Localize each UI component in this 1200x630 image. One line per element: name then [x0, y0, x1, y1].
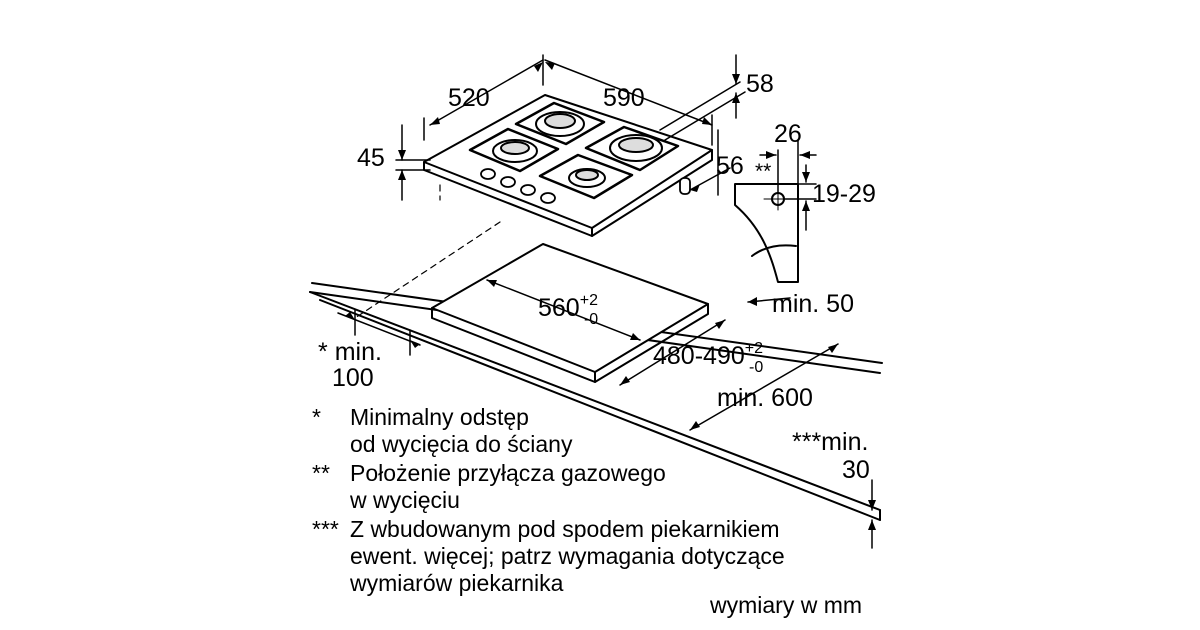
cutout-depth-value: 480-490	[653, 342, 745, 370]
dim-gas-offset-label: 26	[774, 120, 802, 148]
note-3-mark: ***	[312, 516, 339, 542]
dim-gas-height-label: 19-29	[812, 180, 876, 208]
cutout-depth-tol-minus: -0	[749, 359, 764, 376]
dim-min-wall-label: * min.	[318, 338, 382, 366]
note-1-mark: *	[312, 404, 321, 430]
dim-min-below-label: ***min.	[792, 428, 869, 456]
hob-dimension-lines	[395, 54, 746, 201]
arrowheads	[345, 62, 876, 530]
note-3-line-3: wymiarów piekarnika	[350, 570, 564, 596]
cutout-depth-tol-plus: +2	[744, 340, 763, 357]
note-2-line-2: w wycięciu	[350, 487, 460, 513]
min-wall-text: min.	[334, 338, 382, 366]
note-3: *** Z wbudowanym pod spodem piekarnikiem…	[312, 516, 852, 600]
note-2-mark: **	[312, 460, 330, 486]
dim-side-offset-label: 56	[716, 152, 744, 180]
projection-lines	[354, 184, 501, 319]
note-2-line-1: Położenie przyłącza gazowego	[350, 460, 666, 486]
note-1-line-2: od wycięcia do ściany	[350, 431, 573, 457]
note-1: * Minimalny odstęp od wycięcia do ściany	[312, 404, 832, 464]
dim-min-front-label: min. 50	[772, 290, 854, 318]
note-3-line-2: ewent. więcej; patrz wymagania dotyczące	[350, 543, 785, 569]
dim-width-label: 590	[603, 84, 645, 112]
control-knobs	[480, 168, 691, 204]
cutout-width-tol-minus: -0	[583, 311, 599, 328]
dim-rear-offset-label: 58	[746, 70, 774, 98]
dim-min-wall-value: 100	[332, 364, 374, 392]
note-2-text: Położenie przyłącza gazowego w wycięciu	[350, 460, 666, 514]
dim-depth-label: 520	[448, 84, 490, 112]
note-3-line-1: Z wbudowanym pod spodem piekarnikiem	[350, 516, 780, 542]
note-2: ** Położenie przyłącza gazowego w wycięc…	[312, 460, 832, 520]
burners	[492, 111, 663, 188]
dim-min-worktop-label: min. 600	[717, 384, 813, 412]
gas-connection-profile	[734, 183, 799, 283]
dim-height-label: 45	[357, 144, 385, 172]
cutout-width-tol-plus: +2	[579, 292, 598, 309]
note-3-text: Z wbudowanym pod spodem piekarnikiem ewe…	[350, 516, 785, 597]
cutout-width-value: 560	[538, 294, 580, 322]
units-note: wymiary w mm	[710, 592, 863, 618]
dim-min-below-value: 30	[842, 456, 870, 484]
dim-cutout-depth-label: 480-490+2 -0	[653, 340, 777, 376]
note-1-text: Minimalny odstęp od wycięcia do ściany	[350, 404, 572, 458]
min-wall-mark: *	[318, 338, 328, 366]
dim-cutout-width-label: 560+2 -0	[538, 292, 612, 328]
dim-gas-mark-label: **	[755, 160, 772, 183]
note-1-line-1: Minimalny odstęp	[350, 404, 529, 430]
